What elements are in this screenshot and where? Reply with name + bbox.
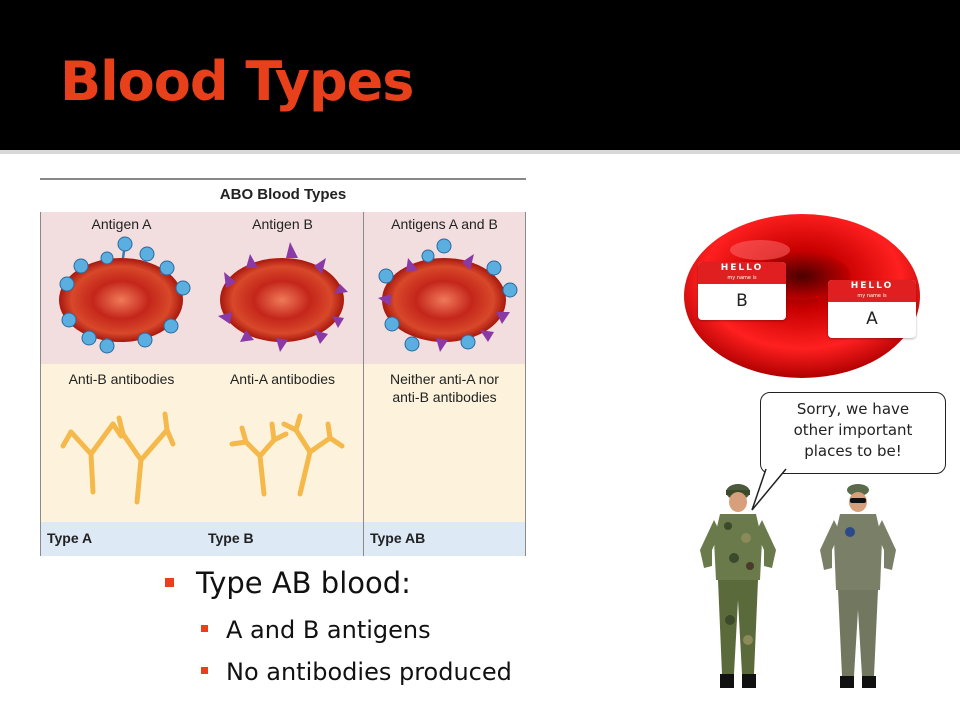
speech-bubble: Sorry, we have other important places to…	[760, 392, 946, 474]
antigen-cell-ab: Antigens A and B	[364, 212, 525, 364]
figure-grid: Antigen A	[40, 212, 526, 556]
antibody-cell-b: Anti-A antibodies	[202, 364, 363, 522]
soldier-camo	[700, 484, 776, 688]
column-type-a: Antigen A	[40, 212, 203, 556]
name-tag-letter: B	[736, 291, 748, 311]
type-cell-b: Type B	[202, 522, 363, 556]
bullet-square-icon	[165, 577, 174, 587]
figure-top-rule	[40, 178, 526, 180]
speech-text: Sorry, we have other important places to…	[793, 400, 913, 460]
title-bar: Blood Types	[0, 0, 960, 150]
type-cell-a: Type A	[41, 522, 202, 556]
antigen-cell-a: Antigen A	[41, 212, 202, 364]
rbc-antigen-a-icon	[59, 236, 191, 354]
type-label: Type AB	[370, 530, 426, 546]
bullet-sub: No antibodies produced	[201, 658, 512, 686]
slide-title: Blood Types	[60, 50, 414, 113]
type-cell-ab: Type AB	[364, 522, 525, 556]
soldier-flight-suit	[820, 484, 896, 688]
soldiers-icon	[700, 484, 896, 688]
anti-a-antibody-icon	[229, 413, 345, 497]
bullet-square-icon	[201, 624, 208, 632]
bullet-square-icon	[201, 666, 208, 674]
antigen-label: Antigen A	[91, 216, 152, 232]
column-type-ab: Antigens A and B	[364, 212, 526, 556]
antibody-label: Neither anti-A nor anti-B antibodies	[390, 371, 499, 405]
antibody-label: Anti-A antibodies	[229, 371, 336, 387]
rbc-antigen-ab-icon	[378, 238, 518, 352]
speech-bubble-tail-icon	[751, 468, 787, 511]
antigen-label: Antigen B	[252, 216, 313, 232]
abo-figure: ABO Blood Types Antigen A	[40, 178, 526, 556]
title-divider	[0, 150, 960, 154]
type-label: Type A	[47, 530, 93, 546]
antigen-cell-b: Antigen B	[202, 212, 363, 364]
rbc-antigen-b-icon	[218, 242, 348, 352]
slide-content: ABO Blood Types Antigen A	[0, 154, 960, 720]
antigen-label: Antigens A and B	[391, 216, 498, 232]
column-type-b: Antigen B Anti-A antibo	[202, 212, 364, 556]
bullet-main: Type AB blood:	[165, 566, 411, 600]
bullet-sub: A and B antigens	[201, 616, 431, 644]
antibody-cell-a: Anti-B antibodies	[41, 364, 202, 522]
anti-b-antibody-icon	[60, 411, 176, 505]
antibody-cell-ab: Neither anti-A nor anti-B antibodies	[364, 364, 525, 522]
name-tag-letter: A	[866, 309, 878, 329]
figure-title: ABO Blood Types	[219, 186, 347, 203]
type-label: Type B	[208, 530, 254, 546]
antibody-label: Anti-B antibodies	[68, 371, 175, 387]
